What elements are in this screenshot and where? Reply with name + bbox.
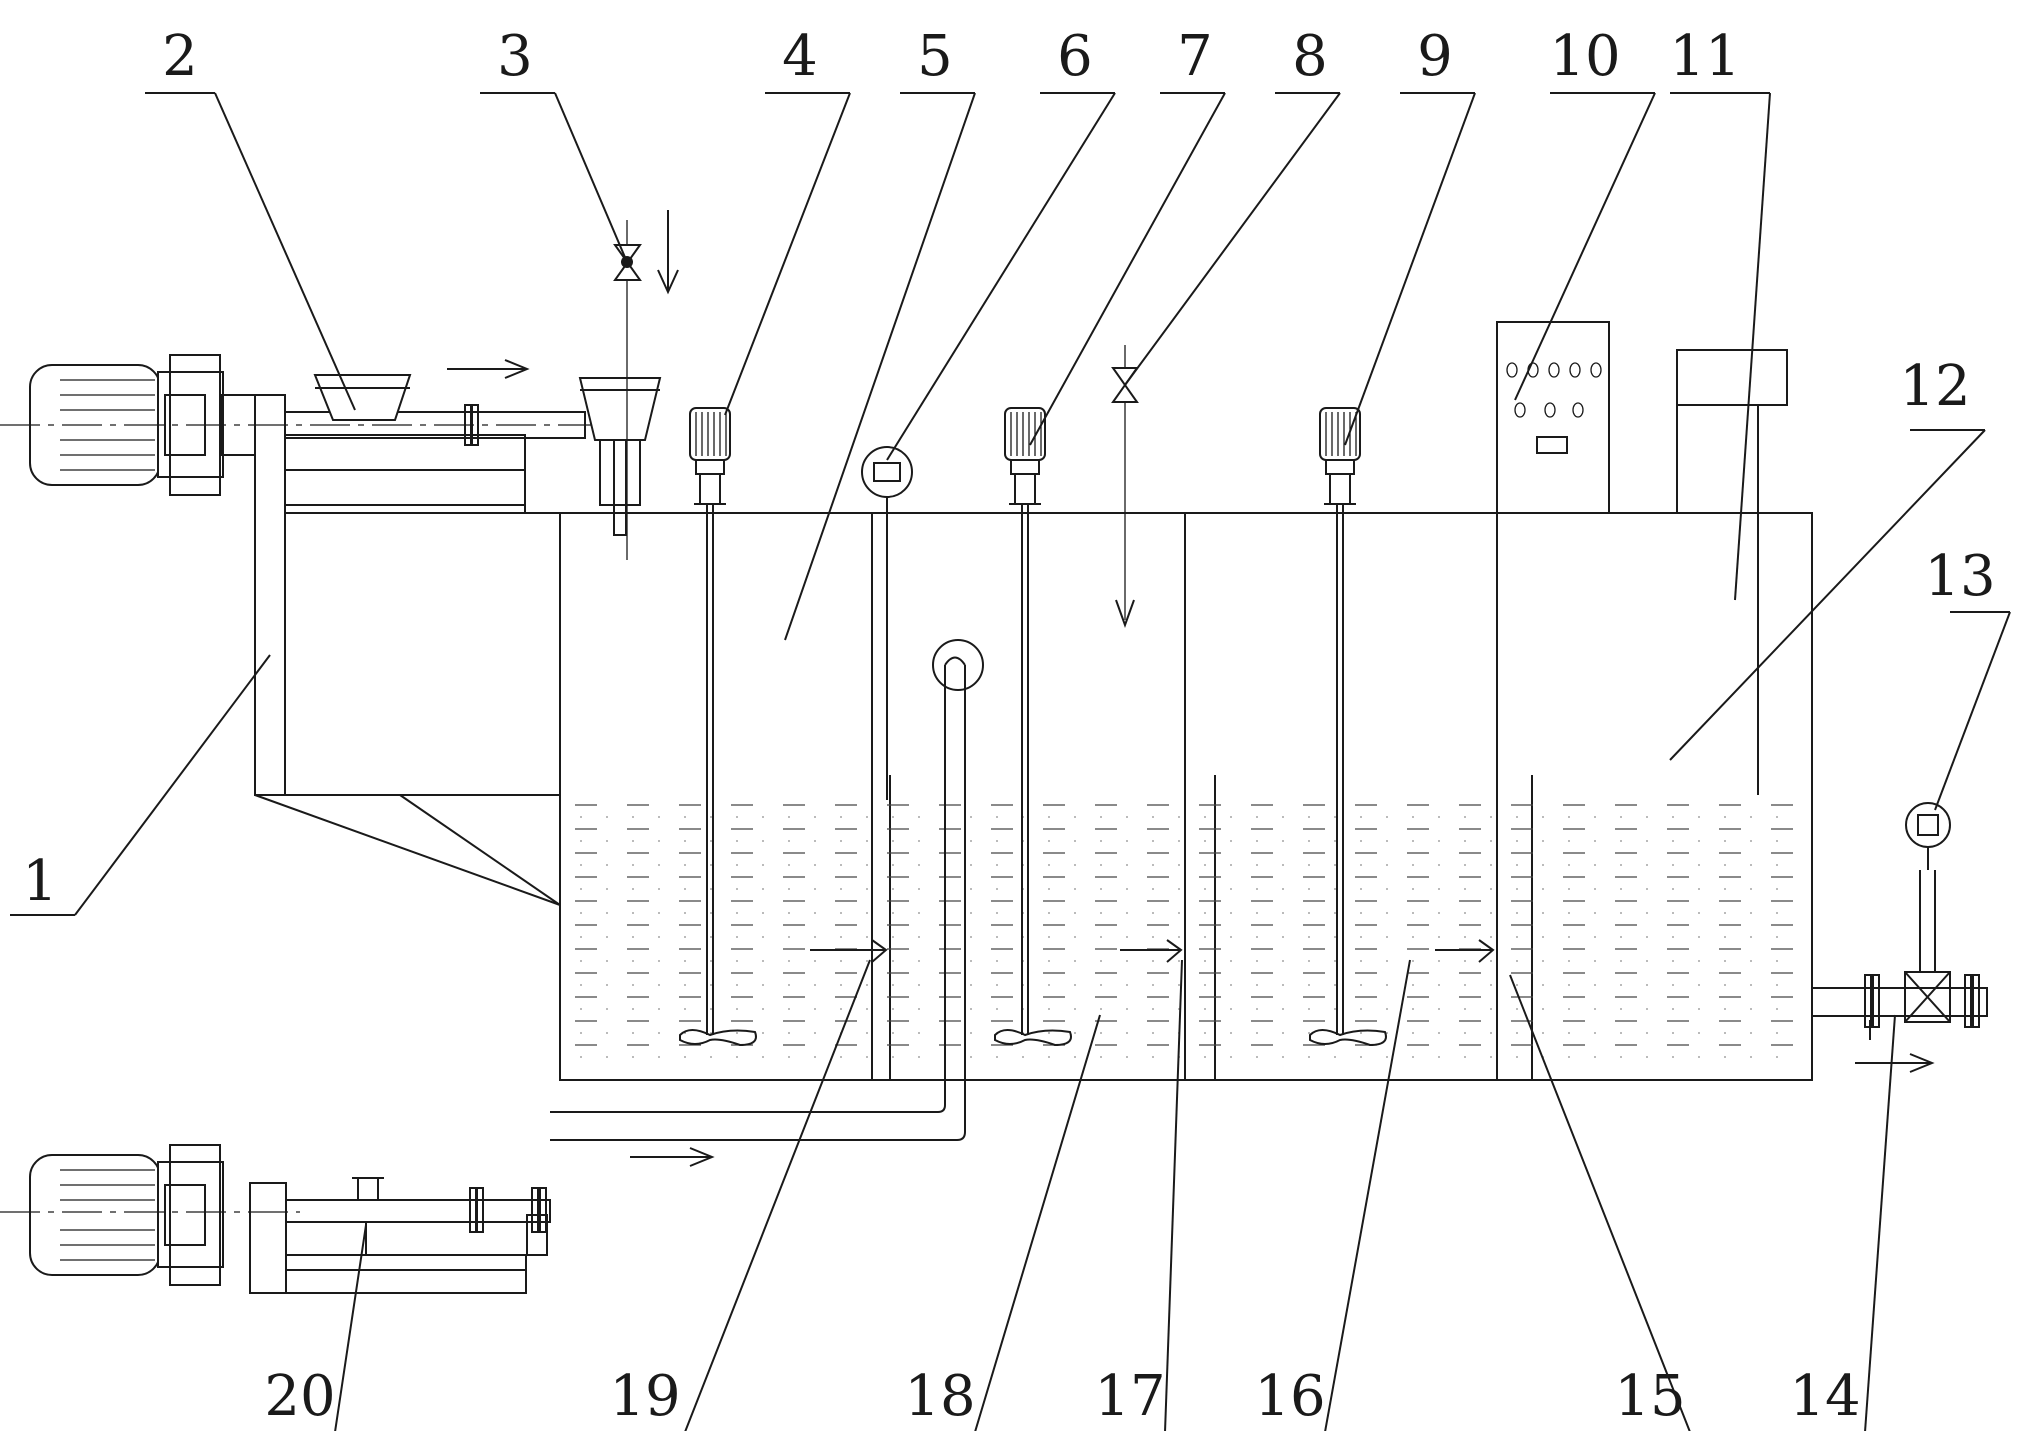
cabinet-button [1572, 402, 1584, 418]
callout-label-4: 4 [782, 24, 818, 89]
callout-label-12: 12 [1899, 354, 1970, 419]
instrument-box-11 [1676, 349, 1788, 513]
leader-line [1124, 92, 1341, 386]
liquid-surface [575, 804, 1800, 1058]
leader-line [784, 92, 976, 641]
callout-label-19: 19 [609, 1364, 680, 1429]
leader-line [684, 959, 871, 1431]
callout-label-17: 17 [1094, 1364, 1165, 1429]
arrow-right-icon [1120, 939, 1183, 963]
arrow-right-icon [1435, 939, 1495, 963]
callout-label-13: 13 [1924, 544, 1995, 609]
outlet-assembly [1811, 802, 1988, 1073]
leader-line [1734, 92, 1771, 601]
gauge-icon [861, 446, 913, 800]
dosing-line [1111, 345, 1139, 628]
leader-line [214, 92, 356, 411]
feed-frame [254, 394, 561, 906]
callout-label-18: 18 [904, 1364, 975, 1429]
callout-label-10: 10 [1549, 24, 1620, 89]
leader-line [554, 92, 628, 263]
callout-label-3: 3 [497, 24, 533, 89]
callout-label-8: 8 [1292, 24, 1328, 89]
callout-label-2: 2 [162, 24, 198, 89]
arrow-right-icon [810, 939, 888, 963]
callout-label-6: 6 [1057, 24, 1093, 89]
leader-line [1669, 429, 1986, 761]
leader-line [1029, 92, 1226, 446]
arrow-right-icon [630, 1147, 715, 1167]
cabinet-button [1548, 362, 1560, 378]
cabinet-button [1506, 362, 1518, 378]
leader-line [1864, 1014, 1896, 1431]
cabinet-button [1590, 362, 1602, 378]
main-tank [559, 405, 1813, 1081]
callout-label-15: 15 [1614, 1364, 1685, 1429]
hopper-2 [313, 374, 412, 421]
leader-line [1509, 974, 1691, 1431]
leader-line [1344, 92, 1476, 446]
agitator-icon [1309, 407, 1387, 1047]
leader-line [1324, 959, 1411, 1431]
transfer-pipe [550, 639, 984, 1141]
agitators [679, 407, 1387, 1047]
leader-line [1164, 959, 1183, 1431]
cabinet-button [1514, 402, 1526, 418]
leader-line [334, 1224, 367, 1431]
leader-line [974, 1014, 1101, 1431]
hopper-3 [578, 210, 679, 560]
control-cabinet-icon [1496, 321, 1610, 514]
leader-line [886, 92, 1116, 461]
callout-label-14: 14 [1789, 1364, 1860, 1429]
agitator-icon [994, 407, 1072, 1047]
cabinet-button [1569, 362, 1581, 378]
leader-line [1934, 611, 2011, 811]
callout-label-1: 1 [22, 849, 58, 914]
callout-label-20: 20 [264, 1364, 335, 1429]
callout-label-9: 9 [1417, 24, 1453, 89]
callout-label-7: 7 [1177, 24, 1213, 89]
leader-line [1514, 92, 1656, 401]
upper-motor [0, 354, 600, 496]
callout-label-5: 5 [917, 24, 953, 89]
callout-label-16: 16 [1254, 1364, 1325, 1429]
lower-motor [0, 1144, 551, 1294]
cabinet-button [1544, 402, 1556, 418]
leader-line [724, 92, 851, 416]
callout-label-11: 11 [1669, 24, 1740, 89]
agitator-icon [679, 407, 757, 1047]
arrow-right-icon [447, 359, 530, 379]
leader-line [74, 654, 271, 916]
flow-arrows [810, 939, 1495, 963]
